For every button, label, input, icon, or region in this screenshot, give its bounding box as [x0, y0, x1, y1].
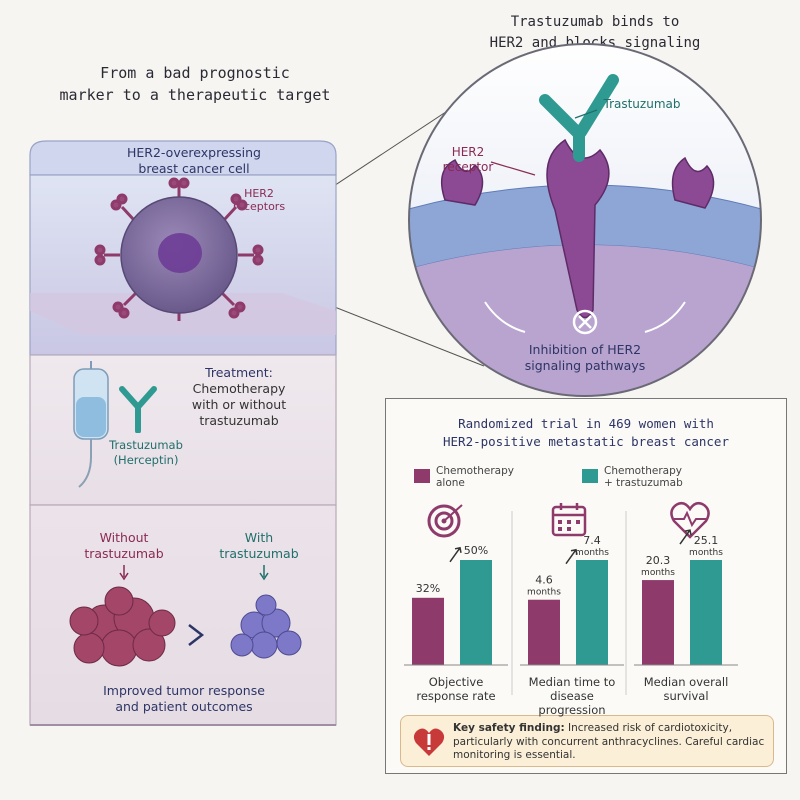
- heart-icon: [670, 501, 710, 539]
- bar-0-0: [412, 597, 444, 665]
- drug-label-line-2: (Herceptin): [113, 453, 179, 467]
- inhibition-line-1: Inhibition of HER2: [528, 342, 642, 357]
- legend-chemo-line-2: alone: [436, 477, 465, 489]
- small-tumor-icon: [230, 594, 302, 659]
- right-title-line-1: Trastuzumab binds to: [510, 14, 680, 30]
- her2-receptors-line-1: HER2: [244, 187, 274, 200]
- safety-finding-box: Key safety finding: Increased risk of ca…: [400, 715, 774, 767]
- glass-column: HER2-overexpressing breast cancer cell H…: [24, 135, 342, 735]
- zoom-circle: Trastuzumab HER2 receptor Inhibition of …: [405, 40, 765, 400]
- left-title: From a bad prognostic marker to a therap…: [50, 62, 340, 106]
- legend-label-combo: Chemotherapy + trastuzumab: [604, 465, 683, 489]
- inhibition-label: Inhibition of HER2 signaling pathways: [500, 342, 670, 374]
- trial-title: Randomized trial in 469 women with HER2-…: [386, 415, 786, 451]
- right-title-line-2: HER2 and blocks signaling: [489, 35, 701, 51]
- legend-swatch-chemo: [414, 469, 430, 483]
- zoom-receptor-line-2: receptor: [442, 160, 494, 174]
- treatment-line-2: with or without: [191, 397, 287, 412]
- trial-title-line-1: Randomized trial in 469 women with: [458, 416, 714, 431]
- outcome-summary: Improved tumor response and patient outc…: [54, 683, 314, 715]
- value-label-0-1: 50%: [464, 544, 488, 557]
- value-label-0-0: 32%: [416, 582, 440, 595]
- safety-body: Increased risk of cardiotoxicity, partic…: [453, 722, 765, 761]
- zoom-antibody-label: Trastuzumab: [603, 97, 681, 111]
- cancer-cell-icon: [94, 177, 264, 321]
- bar-2-0: [642, 580, 674, 665]
- bar-2-1: [690, 560, 722, 665]
- bar-1-1: [576, 560, 608, 665]
- with-line-2: trastuzumab: [219, 546, 299, 561]
- treatment-text: Treatment: Chemotherapy with or without …: [154, 365, 324, 429]
- treatment-line-1: Chemotherapy: [192, 381, 286, 396]
- increase-arrow-0: [449, 546, 462, 563]
- target-icon: [427, 504, 463, 538]
- without-line-2: trastuzumab: [84, 546, 164, 561]
- drug-label-line-1: Trastuzumab: [109, 438, 183, 452]
- legend-chemo-line-1: Chemotherapy: [436, 465, 514, 477]
- legend-combo-line-1: Chemotherapy: [604, 465, 682, 477]
- outcome-line-1: Improved tumor response: [103, 683, 265, 698]
- zoom-receptor-label: HER2 receptor: [433, 145, 503, 175]
- cell-title-line-1: HER2-overexpressing: [127, 145, 261, 160]
- antibody-icon: [119, 386, 157, 433]
- outcome-line-2: and patient outcomes: [115, 699, 253, 714]
- safety-bold: Key safety finding:: [453, 722, 565, 734]
- increase-arrow-2: [679, 529, 692, 545]
- tumor-comparison-illustration: [69, 565, 302, 667]
- safety-text: Key safety finding: Increased risk of ca…: [453, 722, 768, 763]
- treatment-line-3: trastuzumab: [199, 413, 279, 428]
- cell-panel-title: HER2-overexpressing breast cancer cell: [114, 145, 274, 177]
- without-trastuzumab-label: Without trastuzumab: [64, 530, 184, 562]
- right-title: Trastuzumab binds to HER2 and blocks sig…: [470, 12, 720, 54]
- trial-title-line-2: HER2-positive metastatic breast cancer: [443, 434, 729, 449]
- legend-label-chemo: Chemotherapy alone: [436, 465, 514, 489]
- left-title-line-1: From a bad prognostic: [100, 64, 290, 82]
- calendar-icon: [551, 503, 587, 537]
- with-line-1: With: [244, 530, 274, 545]
- legend-combo-line-2: + trastuzumab: [604, 477, 683, 489]
- bar-0-1: [460, 560, 492, 665]
- with-trastuzumab-label: With trastuzumab: [199, 530, 319, 562]
- increase-arrow-1: [565, 548, 578, 565]
- zoom-receptor-line-1: HER2: [451, 145, 485, 159]
- cell-title-line-2: breast cancer cell: [138, 161, 250, 176]
- left-title-line-2: marker to a therapeutic target: [59, 86, 331, 104]
- large-tumor-icon: [69, 586, 176, 667]
- warning-heart-icon: [413, 728, 445, 756]
- inhibition-line-2: signaling pathways: [524, 358, 646, 373]
- trial-results-panel: Randomized trial in 469 women with HER2-…: [385, 398, 787, 774]
- legend-swatch-combo: [582, 469, 598, 483]
- treatment-title: Treatment:: [205, 365, 273, 380]
- iv-bag-icon: [73, 361, 109, 488]
- without-line-1: Without: [99, 530, 149, 545]
- drug-label: Trastuzumab (Herceptin): [96, 438, 196, 468]
- bar-1-0: [528, 599, 560, 665]
